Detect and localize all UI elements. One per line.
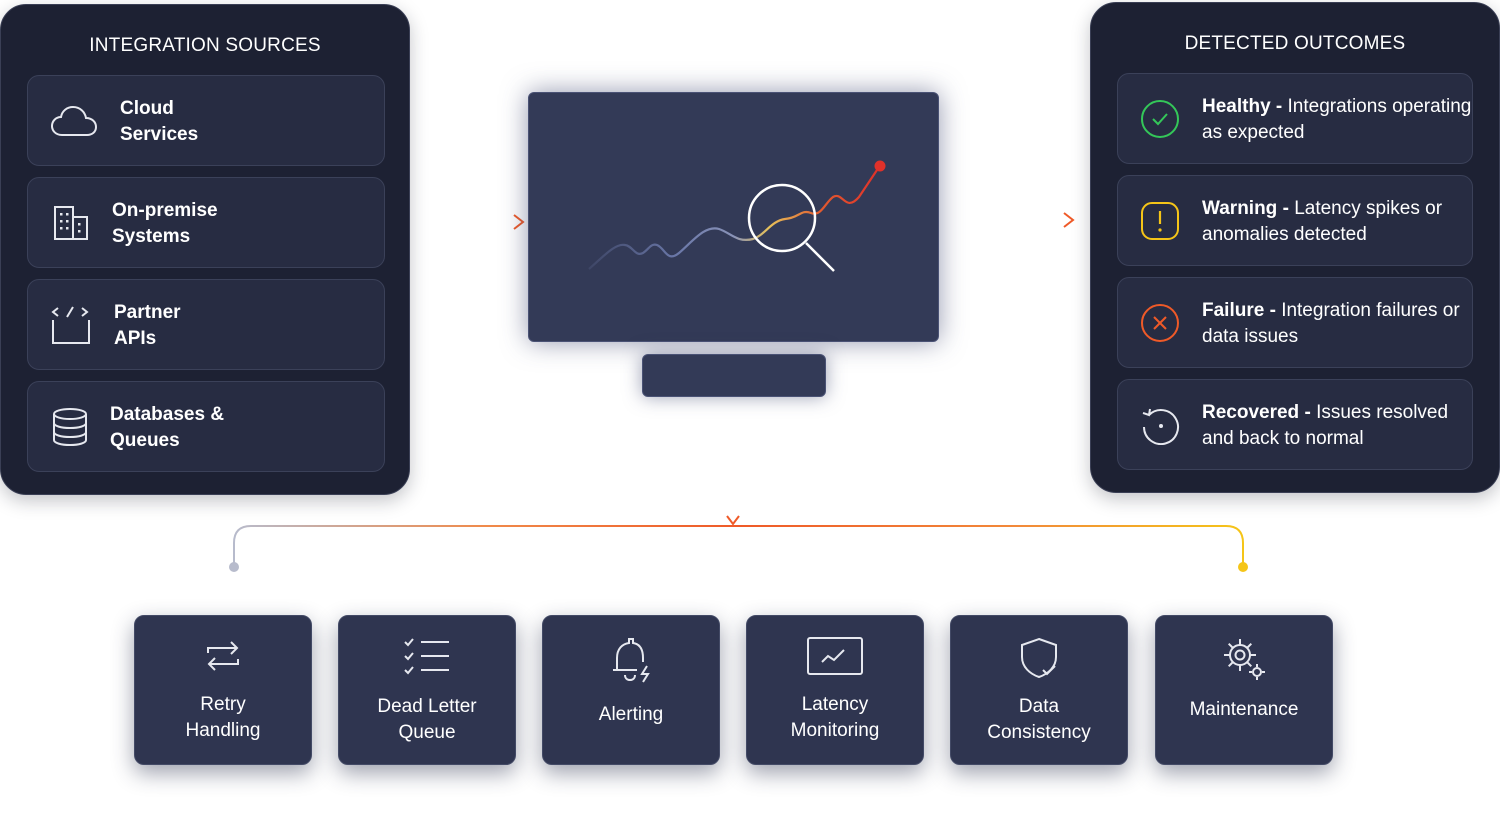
retry-icon	[203, 636, 243, 681]
trend-magnifier-illustration	[588, 160, 886, 272]
check-circle-icon	[1140, 99, 1180, 144]
tile-label: Maintenance	[1189, 699, 1299, 720]
x-circle-icon	[1140, 303, 1180, 348]
restore-icon	[1140, 405, 1180, 450]
cloud-icon	[50, 104, 98, 143]
code-icon	[50, 304, 92, 351]
exclamation-icon	[1140, 201, 1180, 246]
checklist-icon	[403, 636, 451, 685]
tile-label: Alerting	[598, 704, 664, 725]
tile-alerting[interactable]: Alerting	[542, 615, 720, 765]
outcome-card-healthy[interactable]: Healthy - Integrations operating as expe…	[1117, 73, 1473, 164]
outcome-text: Warning - Latency spikes or anomalies de…	[1202, 198, 1443, 245]
monitor-stand	[642, 354, 826, 397]
source-label: Databases &Queues	[110, 404, 225, 451]
magnifier-lens	[747, 183, 817, 253]
trend-endpoint-dot	[874, 160, 886, 172]
branch-dot-left	[229, 562, 239, 572]
detected-outcomes-title: DETECTED OUTCOMES	[1184, 33, 1406, 54]
outcome-card-recovered[interactable]: Recovered - Issues resolved and back to …	[1117, 379, 1473, 470]
arrow-monitor-to-outcomes	[940, 212, 1075, 228]
magnifier-handle	[805, 242, 835, 272]
trend-chart-icon	[806, 636, 864, 681]
outcome-text: Failure - Integration failures or data i…	[1202, 300, 1460, 347]
monitoring-screen	[528, 92, 939, 342]
branch-dot-right	[1238, 562, 1248, 572]
trend-line	[588, 166, 880, 270]
outcome-text: Healthy - Integrations operating as expe…	[1202, 96, 1472, 143]
outcome-card-warning[interactable]: Warning - Latency spikes or anomalies de…	[1117, 175, 1473, 266]
capabilities-branch-line	[233, 525, 1244, 566]
database-icon	[50, 406, 90, 453]
tile-maintenance[interactable]: Maintenance	[1155, 615, 1333, 765]
source-card-databases-queues[interactable]: Databases &Queues	[27, 381, 385, 472]
building-icon	[52, 204, 90, 247]
detected-outcomes-panel: DETECTED OUTCOMES Healthy - Integrations…	[1090, 2, 1500, 493]
arrow-monitor-to-capabilities	[726, 398, 740, 526]
shield-check-icon	[1017, 636, 1061, 685]
outcome-card-failure[interactable]: Failure - Integration failures or data i…	[1117, 277, 1473, 368]
gears-icon	[1221, 636, 1267, 687]
bell-alert-icon	[609, 636, 653, 689]
arrow-sources-to-monitor	[428, 214, 525, 230]
integration-sources-title: INTEGRATION SOURCES	[89, 35, 321, 56]
outcome-text: Recovered - Issues resolved and back to …	[1202, 402, 1449, 449]
